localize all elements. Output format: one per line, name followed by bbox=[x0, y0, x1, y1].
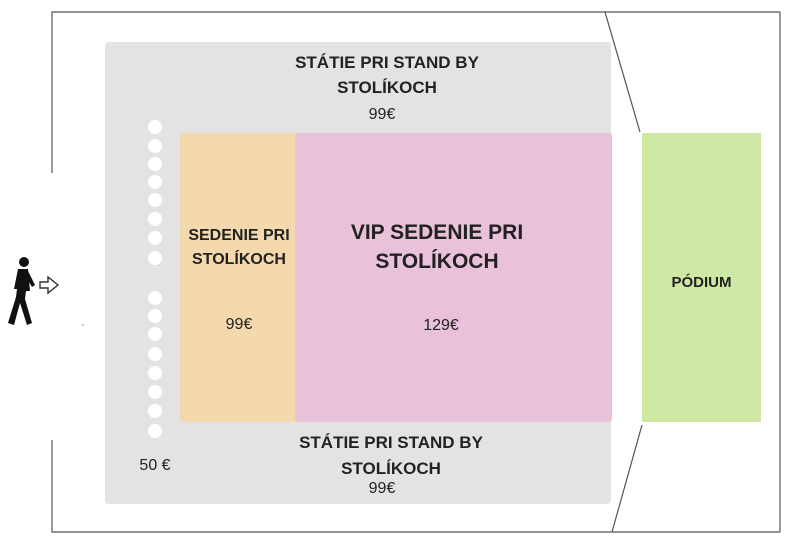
chair-dot-icon bbox=[148, 231, 162, 245]
standing-top-label: STÁTIE PRI STAND BY STOLÍKOCH bbox=[295, 53, 479, 97]
chair-dot-icon bbox=[148, 424, 162, 438]
chair-dot-icon bbox=[148, 347, 162, 361]
chair-dot-icon bbox=[148, 157, 162, 171]
walking-person-icon bbox=[8, 257, 35, 325]
enter-arrow-icon bbox=[39, 275, 60, 295]
chair-dot-icon bbox=[148, 366, 162, 380]
seating-area[interactable] bbox=[180, 133, 298, 422]
seating-label: SEDENIE PRI STOLÍKOCH bbox=[188, 227, 290, 268]
extra-price: 50 € bbox=[139, 457, 171, 474]
chair-dot-icon bbox=[148, 175, 162, 189]
chair-dot-icon bbox=[148, 193, 162, 207]
stage-area bbox=[642, 133, 761, 422]
vip-label: VIP SEDENIE PRI STOLÍKOCH bbox=[350, 221, 524, 273]
stage-label: PÓDIUM bbox=[671, 274, 732, 291]
chair-dot-icon bbox=[148, 327, 162, 341]
chair-dot-icon bbox=[148, 251, 162, 265]
chair-dot-icon bbox=[148, 120, 162, 134]
chair-dot-icon bbox=[148, 212, 162, 226]
chair-dot-icon bbox=[148, 404, 162, 418]
chair-dot-icon bbox=[148, 309, 162, 323]
chair-dot-icon bbox=[148, 139, 162, 153]
chair-dot-icon bbox=[148, 385, 162, 399]
vip-price: 129€ bbox=[423, 317, 459, 334]
vip-seating-area[interactable] bbox=[295, 133, 612, 422]
standing-bottom-label: STÁTIE PRI STAND BY STOLÍKOCH bbox=[299, 433, 483, 478]
chair-dot-icon bbox=[148, 291, 162, 305]
standing-top-price: 99€ bbox=[368, 106, 396, 123]
standing-bottom-price: 99€ bbox=[368, 480, 396, 497]
seating-price: 99€ bbox=[225, 316, 253, 333]
